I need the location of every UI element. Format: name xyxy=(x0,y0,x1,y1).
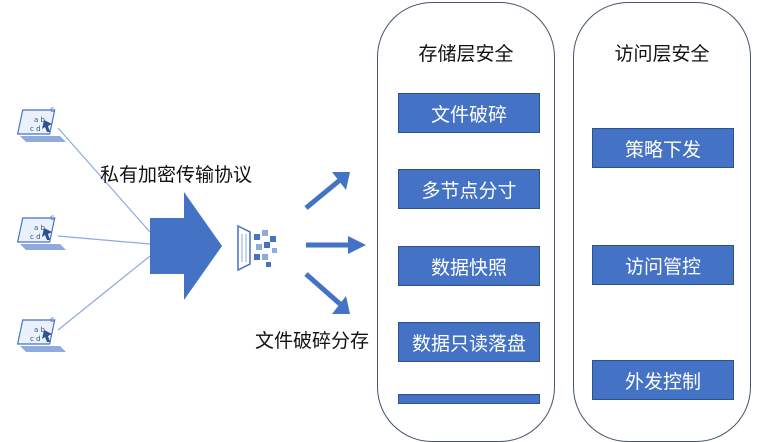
file-shred-icon xyxy=(237,224,277,272)
storage-item-snapshot: 数据快照 xyxy=(398,246,540,286)
svg-text:a b: a b xyxy=(34,326,46,334)
svg-text:c: c xyxy=(50,213,54,222)
storage-item-multi-node: 多节点分寸 xyxy=(398,169,540,209)
diagram-canvas: a b c d c a b c d c a b c d c xyxy=(16,105,366,352)
svg-text:c: c xyxy=(50,315,54,324)
laptop-data-icon: a b c d c xyxy=(16,315,66,352)
distribution-arrows xyxy=(304,172,366,314)
svg-text:c: c xyxy=(50,105,54,114)
connection-line-top xyxy=(57,127,151,233)
storage-item-readonly: 数据只读落盘 xyxy=(398,322,540,362)
svg-text:c d: c d xyxy=(30,335,41,343)
access-item-control: 访问管控 xyxy=(592,245,734,285)
arrow-up-right-icon xyxy=(304,172,350,210)
transfer-arrow-icon xyxy=(150,192,222,300)
storage-item-partial xyxy=(398,394,540,404)
connection-line-bottom xyxy=(57,255,151,331)
storage-layer-title: 存储层安全 xyxy=(418,43,514,65)
svg-text:c d: c d xyxy=(30,233,41,241)
laptop-data-icon: a b c d c xyxy=(16,213,66,250)
laptop-data-icon: a b c d c xyxy=(16,105,66,142)
protocol-label: 私有加密传输协议 xyxy=(100,164,253,186)
access-item-policy: 策略下发 xyxy=(592,128,734,168)
arrow-down-right-icon xyxy=(304,272,350,314)
svg-text:c d: c d xyxy=(30,125,41,133)
storage-item-file-shred: 文件破碎 xyxy=(398,93,540,133)
arrow-right-icon xyxy=(306,236,366,254)
svg-text:a b: a b xyxy=(34,224,46,232)
access-layer-title: 访问层安全 xyxy=(614,43,710,65)
connection-line-middle xyxy=(57,235,151,245)
connection-lines xyxy=(57,127,151,331)
shard-store-label: 文件破碎分存 xyxy=(255,330,370,352)
svg-text:a b: a b xyxy=(34,116,46,124)
storage-layer-panel: 存储层安全 xyxy=(377,2,555,442)
access-item-outbound: 外发控制 xyxy=(592,360,734,400)
